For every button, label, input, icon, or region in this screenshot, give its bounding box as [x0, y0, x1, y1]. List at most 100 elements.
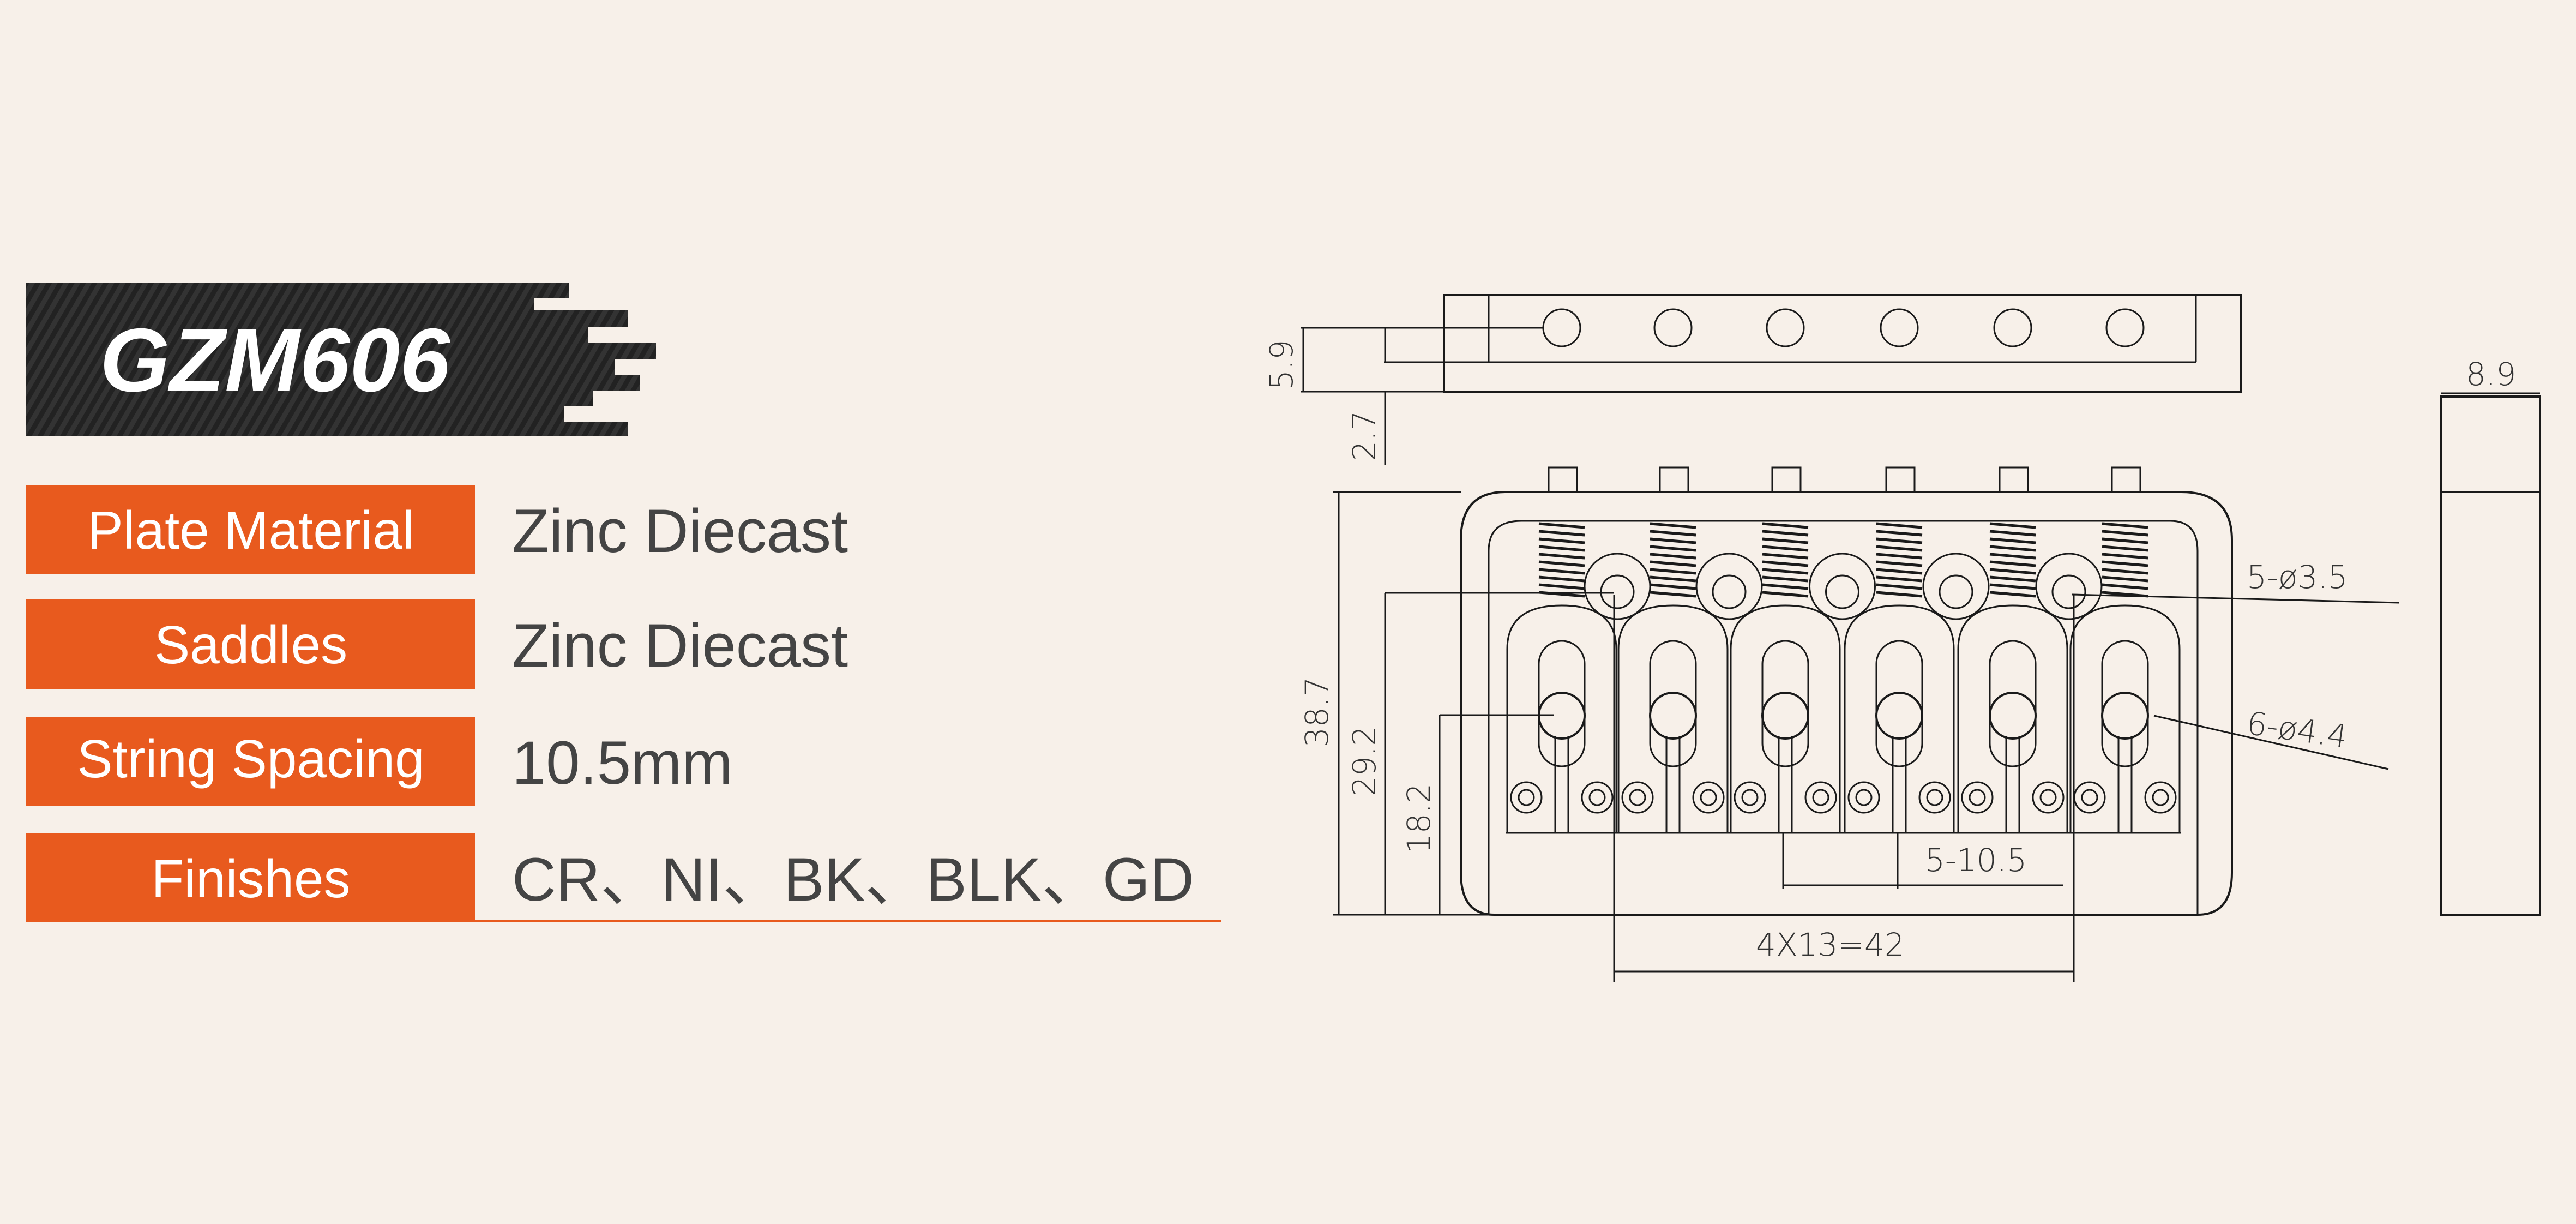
height-screw-icon: [1581, 781, 1614, 814]
dimension-38-7: 38.7: [1298, 491, 1494, 916]
svg-text:29.2: 29.2: [1346, 726, 1383, 796]
spec-value: Zinc Diecast: [512, 497, 848, 565]
saddle-slot: [1761, 640, 1809, 767]
height-screw-icon: [2073, 781, 2106, 814]
spec-table: Plate Material Zinc Diecast Saddles Zinc…: [26, 485, 1221, 922]
spec-value: Zinc Diecast: [512, 611, 848, 680]
saddle: [1506, 466, 1651, 833]
dimension-18-2: 18.2: [1400, 714, 1554, 915]
saddle-screw-head: [1548, 466, 1578, 493]
svg-text:2.7: 2.7: [1346, 411, 1383, 461]
saddle-body: [1617, 604, 1729, 833]
spec-value: CR、NI、BK、BLK、GD: [512, 845, 1194, 914]
saddle-slot: [1989, 640, 2037, 767]
height-screw-icon: [2144, 781, 2177, 814]
spec-label: String Spacing: [77, 729, 424, 789]
height-screw-icon: [1734, 781, 1766, 814]
svg-text:5-10.5: 5-10.5: [1925, 842, 2027, 879]
string-hole-icon: [1880, 308, 1919, 347]
string-hole-icon: [2105, 308, 2145, 347]
callout-large-holes: 6-ø4.4: [2153, 705, 2389, 770]
spec-row-string-spacing: String Spacing 10.5mm: [26, 717, 733, 806]
mount-hole-icon: [1939, 574, 1973, 609]
string-hole-icon: [1766, 308, 1805, 347]
string-hole-icon: [1993, 308, 2032, 347]
mount-hole-icon: [1600, 574, 1635, 609]
mount-boss: [1809, 553, 1876, 620]
front-view: [1460, 466, 2233, 916]
saddle-slot: [1875, 640, 1923, 767]
saddle-body: [1957, 604, 2068, 833]
string-hole-icon: [1542, 308, 1581, 347]
height-screw-icon: [1804, 781, 1837, 814]
svg-text:6-ø4.4: 6-ø4.4: [2244, 705, 2350, 755]
svg-text:4X13=42: 4X13=42: [1756, 926, 1905, 963]
mount-boss: [1695, 553, 1763, 620]
spec-label: Finishes: [152, 849, 351, 909]
spec-row-plate-material: Plate Material Zinc Diecast: [26, 485, 848, 574]
saddle-slot: [1649, 640, 1697, 767]
height-screw-icon: [1918, 781, 1951, 814]
dimension-spacing: 5-10.5: [1782, 833, 2063, 889]
mount-hole-icon: [1712, 574, 1747, 609]
svg-text:5.9: 5.9: [1263, 340, 1300, 390]
spec-value: 10.5mm: [512, 729, 733, 797]
svg-text:8.9: 8.9: [2466, 356, 2516, 393]
svg-text:18.2: 18.2: [1400, 783, 1437, 854]
saddle-body: [2069, 604, 2181, 833]
svg-text:38.7: 38.7: [1298, 677, 1335, 747]
dimension-span: 4X13=42: [1613, 595, 2075, 982]
dimension-29-2: 29.2: [1346, 592, 1614, 915]
mount-boss: [1584, 553, 1651, 620]
saddle-slot: [1538, 640, 1586, 767]
saddle-hole: [1761, 692, 1809, 740]
bridge-drawing: 5.9 2.7 8.9 38.7: [1263, 294, 2541, 982]
saddle-body: [1506, 604, 1617, 833]
mount-boss: [2035, 553, 2103, 620]
svg-text:5-ø3.5: 5-ø3.5: [2247, 559, 2348, 596]
dimension-5-9: 5.9: [1263, 327, 1543, 393]
saddle-body: [1844, 604, 1955, 833]
spring-icon: [1876, 522, 1923, 598]
dimension-2-7: 2.7: [1346, 327, 1489, 465]
saddle-screw-head: [1771, 466, 1802, 493]
spring-icon: [2102, 522, 2148, 598]
saddle: [1957, 466, 2103, 833]
saddle-hole: [1989, 692, 2037, 740]
saddle-slot: [2101, 640, 2149, 767]
model-title-banner: GZM606: [26, 283, 656, 436]
callout-small-holes: 5-ø3.5: [2072, 559, 2400, 604]
spring-icon: [1650, 522, 1696, 598]
mount-boss: [1922, 553, 1990, 620]
mount-hole-icon: [1825, 574, 1859, 609]
saddle: [1730, 466, 1876, 833]
string-hole-icon: [1653, 308, 1693, 347]
model-title: GZM606: [100, 310, 450, 410]
saddle-screw-head: [2111, 466, 2141, 493]
saddle: [2069, 466, 2181, 833]
saddle: [1617, 466, 1763, 833]
spec-label: Saddles: [154, 615, 347, 675]
spring-icon: [1762, 522, 1809, 598]
spring-icon: [1989, 522, 2036, 598]
height-screw-icon: [1847, 781, 1880, 814]
saddle: [1844, 466, 1990, 833]
saddle-body: [1730, 604, 1841, 833]
height-screw-icon: [1692, 781, 1725, 814]
spec-label: Plate Material: [87, 500, 414, 560]
saddle-hole: [1875, 692, 1923, 740]
spec-row-saddles: Saddles Zinc Diecast: [26, 599, 848, 689]
saddle-hole: [2101, 692, 2149, 740]
mount-hole-icon: [2051, 574, 2086, 609]
height-screw-icon: [1621, 781, 1654, 814]
saddle-hole: [1649, 692, 1697, 740]
saddle-screw-head: [1659, 466, 1689, 493]
saddle-screw-head: [1999, 466, 2029, 493]
side-view: 8.9: [2440, 356, 2541, 916]
top-view: [1443, 294, 2242, 393]
height-screw-icon: [2032, 781, 2065, 814]
height-screw-icon: [1510, 781, 1543, 814]
height-screw-icon: [1961, 781, 1994, 814]
saddle-screw-head: [1885, 466, 1916, 493]
